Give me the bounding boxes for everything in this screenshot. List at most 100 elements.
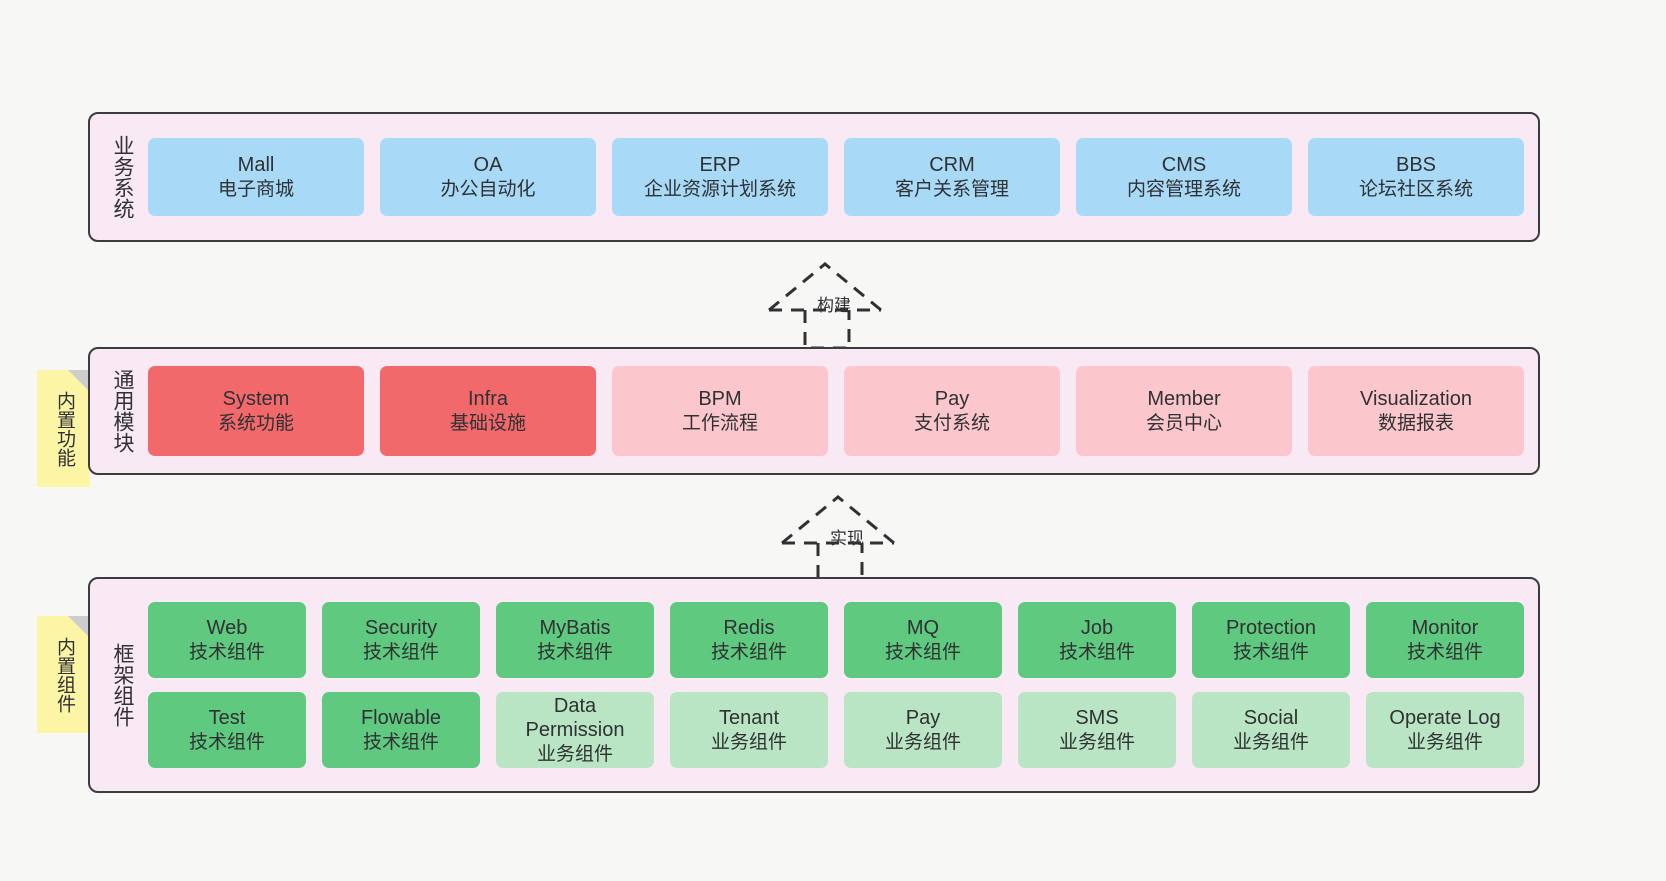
node-bpm-en: BPM xyxy=(698,388,742,411)
common-row: System 系统功能 Infra 基础设施 BPM 工作流程 Pay 支付系统… xyxy=(148,366,1524,456)
node-system[interactable]: System 系统功能 xyxy=(148,366,364,456)
node-bpm[interactable]: BPM 工作流程 xyxy=(612,366,828,456)
layer-framework-components-title: 框架组件 xyxy=(111,643,135,727)
node-system-cn: 系统功能 xyxy=(217,412,294,434)
node-cms[interactable]: CMS 内容管理系统 xyxy=(1076,138,1292,216)
layer-common-modules-body: System 系统功能 Infra 基础设施 BPM 工作流程 Pay 支付系统… xyxy=(142,349,1538,473)
note-builtin-features[interactable]: 内置功能 xyxy=(37,370,90,487)
connector-build-arrow xyxy=(768,262,882,350)
note-builtin-features-text: 内置功能 xyxy=(53,390,75,467)
node-job-cn: 技术组件 xyxy=(1058,641,1135,663)
node-sms[interactable]: SMS 业务组件 xyxy=(1018,692,1176,768)
node-cms-en: CMS xyxy=(1161,154,1207,177)
node-mq-cn: 技术组件 xyxy=(884,641,961,663)
note-builtin-components[interactable]: 内置组件 xyxy=(37,616,90,733)
node-data-permission-cn: 业务组件 xyxy=(536,743,613,765)
node-system-en: System xyxy=(222,388,290,411)
node-member-en: Member xyxy=(1147,388,1221,411)
node-tenant[interactable]: Tenant 业务组件 xyxy=(670,692,828,768)
node-data-permission-en: Data Permission xyxy=(525,695,625,742)
node-oa-en: OA xyxy=(473,154,503,177)
node-member[interactable]: Member 会员中心 xyxy=(1076,366,1292,456)
node-visualization-en: Visualization xyxy=(1360,388,1472,411)
node-flowable-cn: 技术组件 xyxy=(362,731,439,753)
node-operate-log-en: Operate Log xyxy=(1389,707,1501,730)
node-redis-cn: 技术组件 xyxy=(710,641,787,663)
node-tenant-en: Tenant xyxy=(718,707,780,730)
node-social-en: Social xyxy=(1243,707,1299,730)
node-mybatis-en: MyBatis xyxy=(539,617,611,640)
node-pay-module-en: Pay xyxy=(934,388,970,411)
node-social[interactable]: Social 业务组件 xyxy=(1192,692,1350,768)
node-protection[interactable]: Protection 技术组件 xyxy=(1192,602,1350,678)
node-test[interactable]: Test 技术组件 xyxy=(148,692,306,768)
node-mall-en: Mall xyxy=(237,154,275,177)
node-web[interactable]: Web 技术组件 xyxy=(148,602,306,678)
node-member-cn: 会员中心 xyxy=(1145,412,1222,434)
connector-implement-arrow xyxy=(781,495,895,583)
node-mq[interactable]: MQ 技术组件 xyxy=(844,602,1002,678)
node-test-cn: 技术组件 xyxy=(188,731,265,753)
node-social-cn: 业务组件 xyxy=(1232,731,1309,753)
layer-framework-components-body: Web 技术组件 Security 技术组件 MyBatis 技术组件 Redi… xyxy=(142,579,1538,791)
node-erp-en: ERP xyxy=(699,154,741,177)
node-flowable-en: Flowable xyxy=(360,707,442,730)
node-bbs[interactable]: BBS 论坛社区系统 xyxy=(1308,138,1524,216)
node-erp[interactable]: ERP 企业资源计划系统 xyxy=(612,138,828,216)
node-crm[interactable]: CRM 客户关系管理 xyxy=(844,138,1060,216)
layer-business-systems[interactable]: 业务系统 Mall 电子商城 OA 办公自动化 ERP 企业资源计划系统 CRM… xyxy=(88,112,1540,242)
node-web-cn: 技术组件 xyxy=(188,641,265,663)
node-pay-module[interactable]: Pay 支付系统 xyxy=(844,366,1060,456)
node-crm-en: CRM xyxy=(929,154,975,177)
node-redis[interactable]: Redis 技术组件 xyxy=(670,602,828,678)
node-monitor[interactable]: Monitor 技术组件 xyxy=(1366,602,1524,678)
node-mall[interactable]: Mall 电子商城 xyxy=(148,138,364,216)
layer-framework-components[interactable]: 框架组件 Web 技术组件 Security 技术组件 MyBatis 技术组件… xyxy=(88,577,1540,793)
node-test-en: Test xyxy=(208,707,246,730)
note-builtin-components-text: 内置组件 xyxy=(53,636,75,713)
node-pay-component[interactable]: Pay 业务组件 xyxy=(844,692,1002,768)
node-infra-cn: 基础设施 xyxy=(449,412,526,434)
node-infra-en: Infra xyxy=(467,388,509,411)
node-monitor-cn: 技术组件 xyxy=(1406,641,1483,663)
node-oa[interactable]: OA 办公自动化 xyxy=(380,138,596,216)
node-security[interactable]: Security 技术组件 xyxy=(322,602,480,678)
connector-implement-label: 实现 xyxy=(830,529,864,548)
node-pay-component-cn: 业务组件 xyxy=(884,731,961,753)
note-fold-icon xyxy=(68,616,90,638)
layer-common-modules[interactable]: 通用模块 System 系统功能 Infra 基础设施 BPM 工作流程 Pay… xyxy=(88,347,1540,475)
node-cms-cn: 内容管理系统 xyxy=(1126,178,1241,200)
node-protection-en: Protection xyxy=(1225,617,1317,640)
node-crm-cn: 客户关系管理 xyxy=(894,178,1009,200)
node-operate-log-cn: 业务组件 xyxy=(1406,731,1483,753)
framework-row-technical: Web 技术组件 Security 技术组件 MyBatis 技术组件 Redi… xyxy=(148,602,1524,678)
node-redis-en: Redis xyxy=(723,617,775,640)
node-operate-log[interactable]: Operate Log 业务组件 xyxy=(1366,692,1524,768)
node-bbs-en: BBS xyxy=(1395,154,1437,177)
framework-row-business: Test 技术组件 Flowable 技术组件 Data Permission … xyxy=(148,692,1524,768)
connector-build-label: 构建 xyxy=(817,296,851,315)
layer-business-systems-body: Mall 电子商城 OA 办公自动化 ERP 企业资源计划系统 CRM 客户关系… xyxy=(142,114,1538,240)
node-mq-en: MQ xyxy=(906,617,940,640)
node-job-en: Job xyxy=(1080,617,1114,640)
node-job[interactable]: Job 技术组件 xyxy=(1018,602,1176,678)
node-mall-cn: 电子商城 xyxy=(217,178,294,200)
business-row: Mall 电子商城 OA 办公自动化 ERP 企业资源计划系统 CRM 客户关系… xyxy=(148,138,1524,216)
node-visualization[interactable]: Visualization 数据报表 xyxy=(1308,366,1524,456)
layer-business-systems-title: 业务系统 xyxy=(111,135,135,219)
node-sms-cn: 业务组件 xyxy=(1058,731,1135,753)
node-web-en: Web xyxy=(206,617,248,640)
node-mybatis[interactable]: MyBatis 技术组件 xyxy=(496,602,654,678)
note-fold-icon xyxy=(68,370,90,392)
node-protection-cn: 技术组件 xyxy=(1232,641,1309,663)
node-data-permission[interactable]: Data Permission 业务组件 xyxy=(496,692,654,768)
node-pay-component-en: Pay xyxy=(905,707,941,730)
node-visualization-cn: 数据报表 xyxy=(1377,412,1454,434)
node-tenant-cn: 业务组件 xyxy=(710,731,787,753)
node-oa-cn: 办公自动化 xyxy=(440,178,536,200)
node-security-cn: 技术组件 xyxy=(362,641,439,663)
node-infra[interactable]: Infra 基础设施 xyxy=(380,366,596,456)
node-bpm-cn: 工作流程 xyxy=(681,412,758,434)
node-flowable[interactable]: Flowable 技术组件 xyxy=(322,692,480,768)
